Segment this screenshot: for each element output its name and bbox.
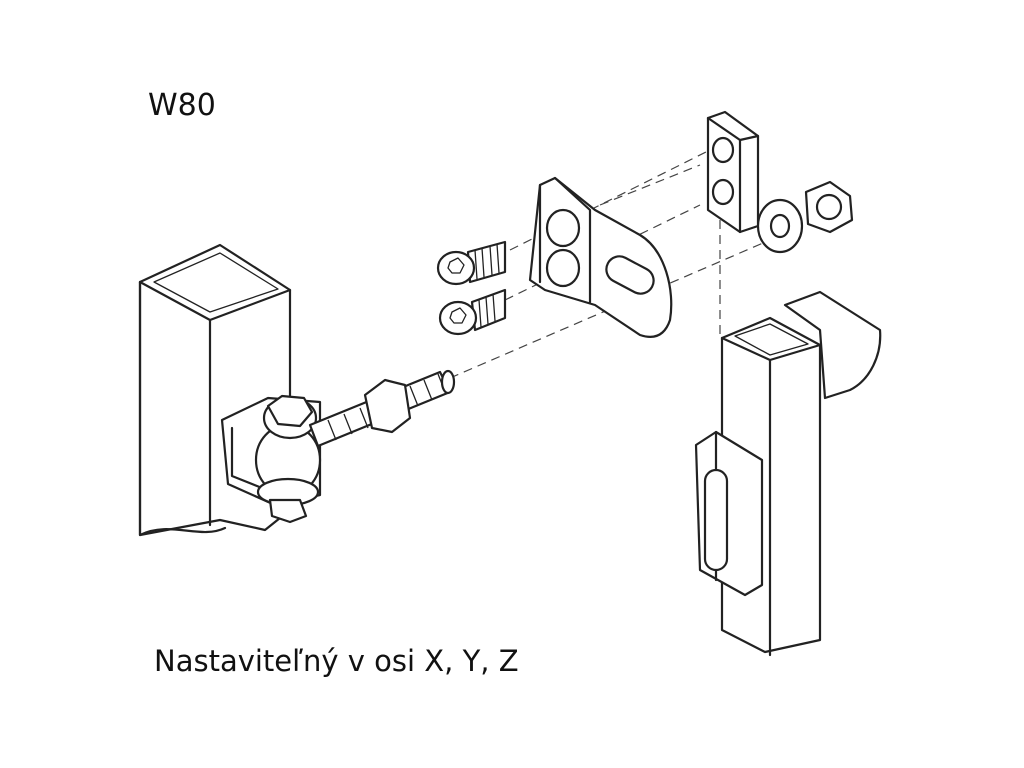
slotted-bracket — [694, 430, 764, 597]
adjustable-plate — [528, 176, 673, 338]
nut-plate — [706, 110, 760, 234]
screw-lower — [438, 288, 507, 336]
screw-upper — [436, 240, 507, 286]
ball-joint — [254, 394, 322, 524]
hex-nut — [804, 180, 854, 234]
model-label: W80 — [148, 88, 216, 123]
threaded-rod — [308, 369, 456, 448]
washer — [756, 198, 804, 254]
caption-label: Nastaviteľný v osi X, Y, Z — [154, 644, 519, 678]
